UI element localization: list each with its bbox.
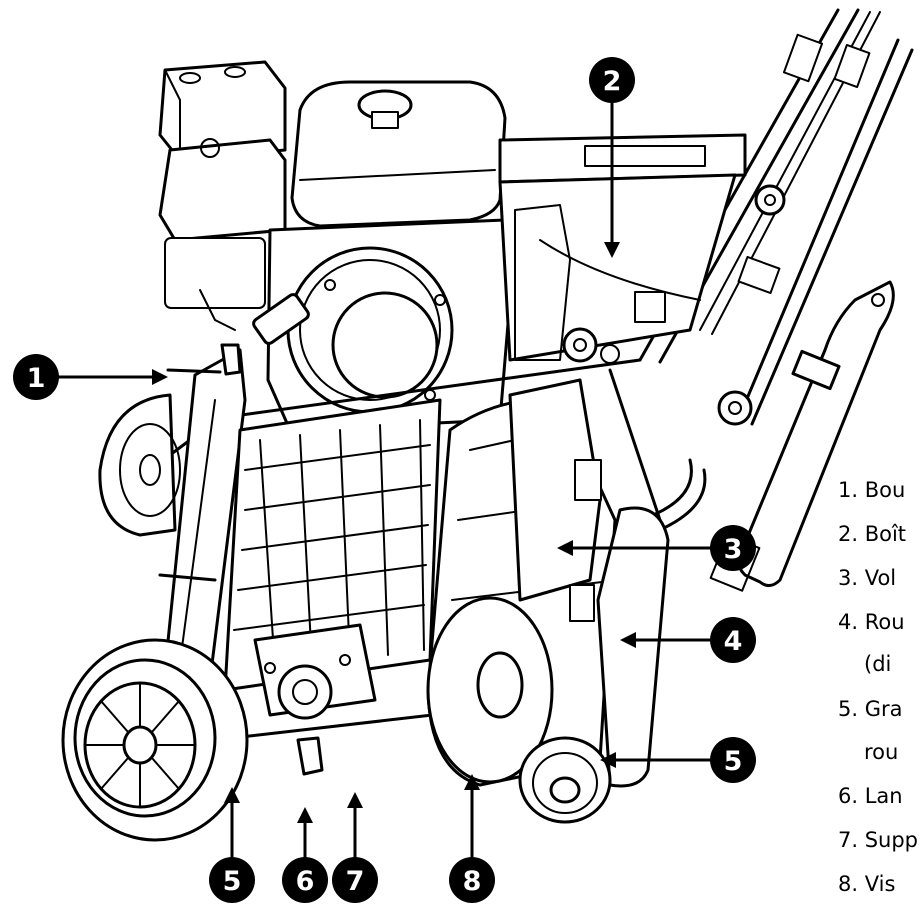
rear-wheel (98, 393, 181, 537)
front-wheel (61, 638, 249, 842)
callout-badge (332, 857, 378, 903)
legend-item-5-continued: rou (864, 740, 899, 764)
legend-item-7: 7. Supp (838, 828, 919, 852)
roller (596, 506, 670, 788)
engine (158, 60, 512, 432)
blade-rows (233, 419, 431, 671)
front-roller-wheel (518, 736, 612, 824)
legend-item-4-continued: (di (864, 652, 892, 676)
callout-3: 3 (710, 525, 756, 571)
callout-badge (710, 525, 756, 571)
legend-item-6: 6. Lan (838, 784, 903, 808)
callout-1: 1 (13, 354, 59, 400)
callout-badge (449, 857, 495, 903)
callout-number: 6 (296, 866, 315, 897)
callout-number: 5 (724, 746, 743, 777)
front-drum (426, 378, 617, 787)
callout-badge (710, 737, 756, 783)
callout-badge (13, 354, 59, 400)
callout-badge (209, 857, 255, 903)
callout-number: 7 (346, 866, 365, 897)
callout-badge (710, 617, 756, 663)
callout-number: 1 (27, 363, 46, 394)
callout-badge (589, 57, 635, 103)
callout-5-left: 5 (209, 857, 255, 903)
legend-item-1: 1. Bou (838, 478, 906, 502)
callout-8: 8 (449, 857, 495, 903)
callout-number: 8 (463, 866, 482, 897)
callout-number: 4 (724, 626, 743, 657)
callout-2: 2 (589, 57, 635, 103)
callout-4: 4 (710, 617, 756, 663)
legend-item-2: 2. Boît (838, 522, 907, 546)
legend-item-5: 5. Gra (838, 697, 903, 721)
control-box (498, 133, 747, 364)
callout-number: 2 (603, 66, 622, 97)
callout-6: 6 (282, 857, 328, 903)
legend-item-8: 8. Vis (838, 872, 896, 896)
callout-number: 5 (223, 866, 242, 897)
parts-legend: 1. Bou 2. Boît 3. Vol 4. Rou (di 5. Gra … (838, 472, 923, 917)
legend-item-3: 3. Vol (838, 566, 897, 590)
callout-number: 3 (724, 534, 743, 565)
leader-arrows (53, 100, 712, 859)
callout-5-right: 5 (710, 737, 756, 783)
legend-item-4: 4. Rou (838, 610, 905, 634)
callout-badge (282, 857, 328, 903)
blade-drum (223, 398, 442, 776)
wheel-spokes (84, 682, 196, 808)
callout-7: 7 (332, 857, 378, 903)
handle-grip (709, 280, 895, 592)
